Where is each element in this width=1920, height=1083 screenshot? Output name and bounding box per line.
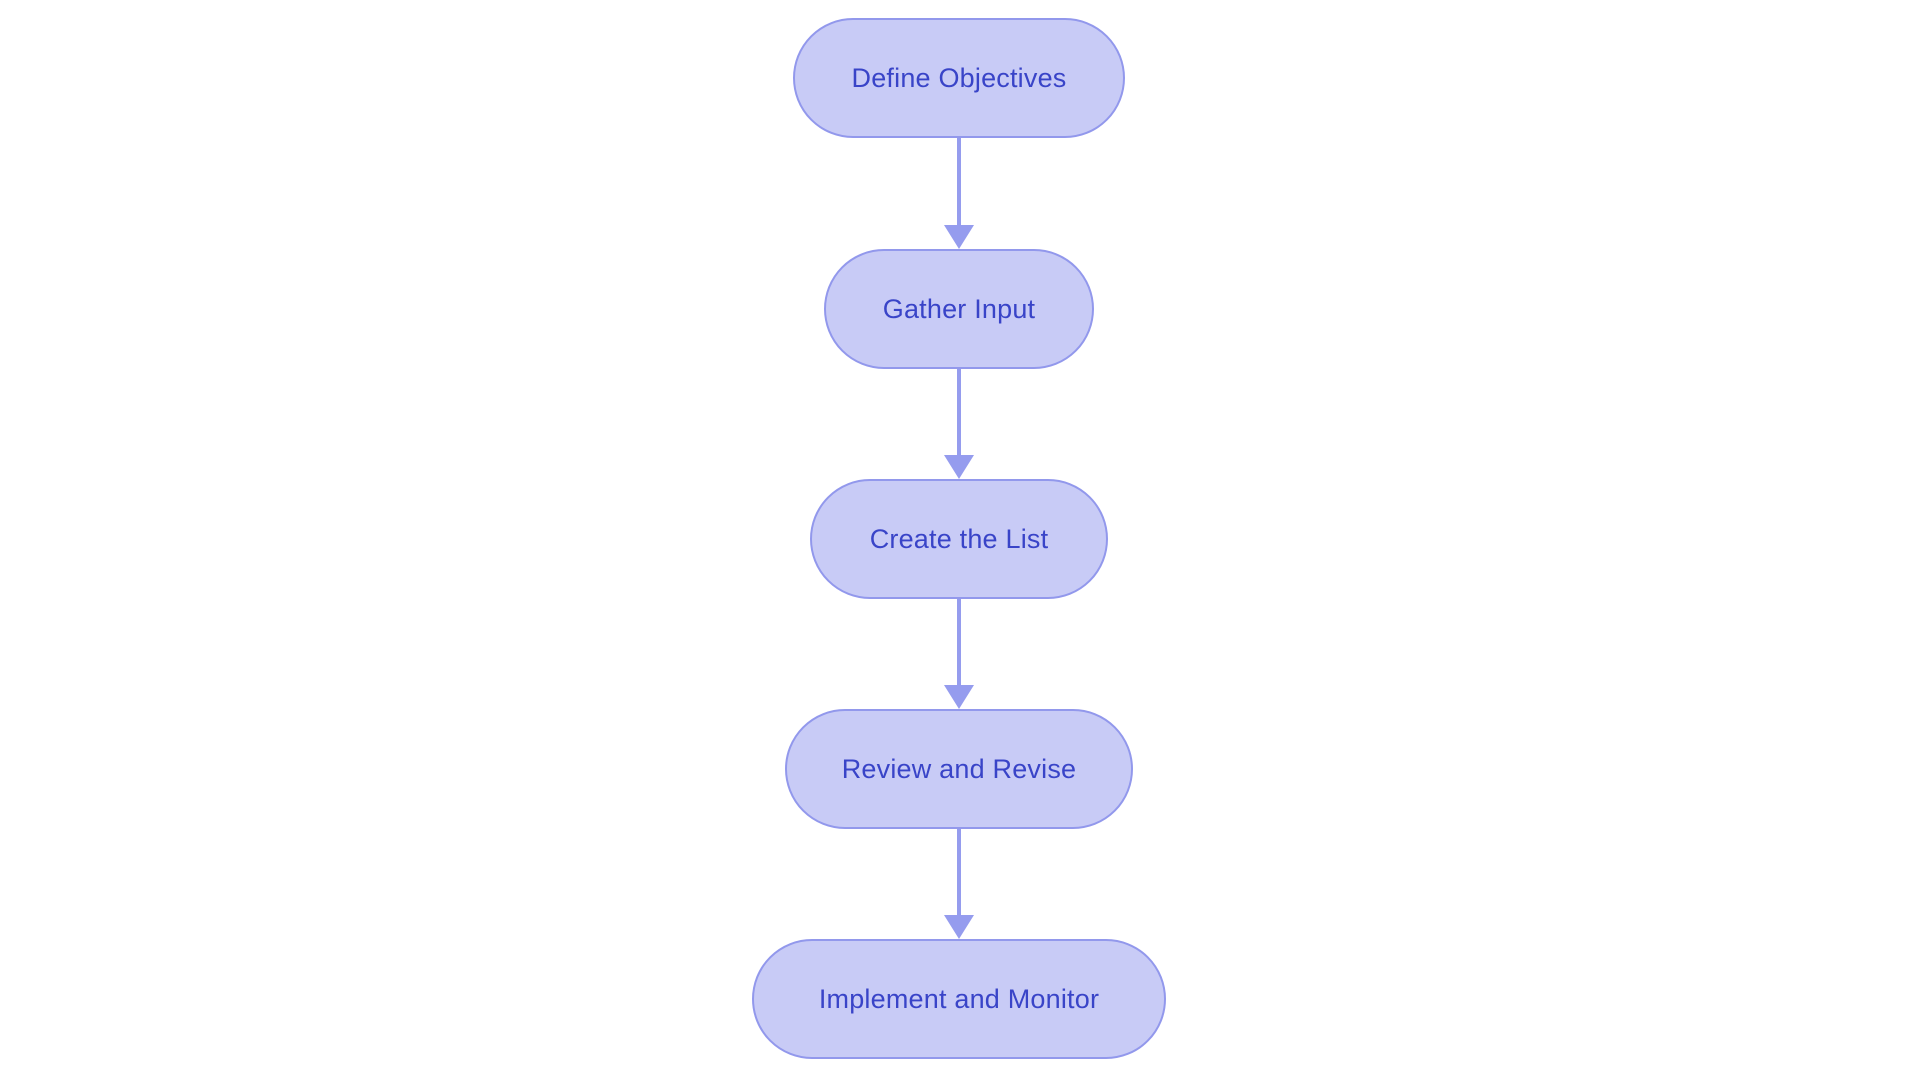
flow-arrow (944, 369, 974, 479)
arrow-head-icon (944, 915, 974, 939)
flow-node: Implement and Monitor (752, 939, 1166, 1059)
arrow-line (957, 829, 961, 915)
arrow-line (957, 138, 961, 225)
arrow-line (957, 369, 961, 455)
flow-node-label: Review and Revise (841, 753, 1077, 784)
flow-arrow (944, 599, 974, 709)
flow-node-label: Gather Input (882, 293, 1036, 324)
flow-node: Define Objectives (793, 18, 1125, 138)
arrow-line (957, 599, 961, 685)
flow-arrow (944, 138, 974, 249)
flow-node: Create the List (810, 479, 1108, 599)
flow-node: Review and Revise (785, 709, 1133, 829)
arrow-head-icon (944, 225, 974, 249)
flow-arrow (944, 829, 974, 939)
flow-node-label: Create the List (869, 523, 1049, 554)
arrow-head-icon (944, 685, 974, 709)
flow-node-label: Implement and Monitor (818, 983, 1100, 1014)
flow-node-label: Define Objectives (851, 62, 1067, 93)
arrow-head-icon (944, 455, 974, 479)
flow-node: Gather Input (824, 249, 1094, 369)
